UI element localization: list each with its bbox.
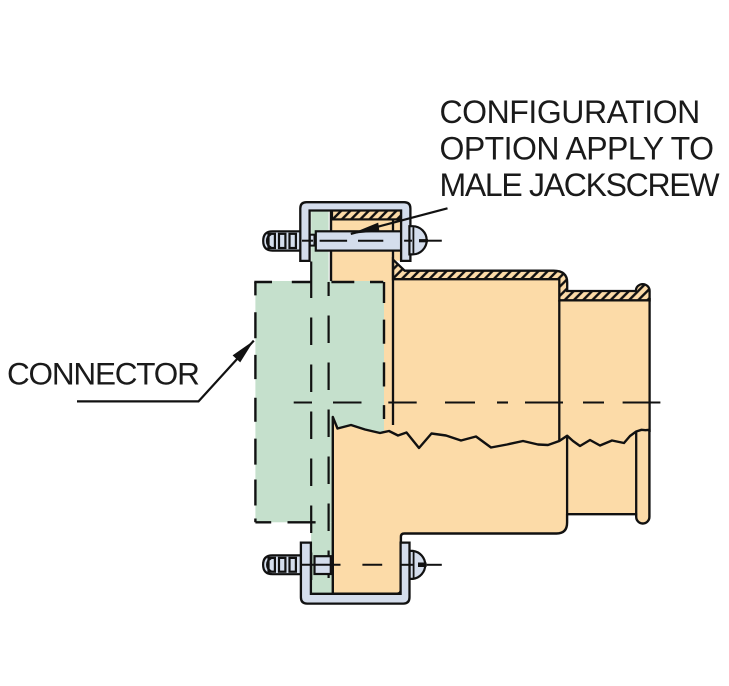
svg-text:CONFIGURATION: CONFIGURATION: [440, 94, 700, 130]
svg-text:OPTION APPLY TO: OPTION APPLY TO: [440, 131, 714, 167]
svg-text:CONNECTOR: CONNECTOR: [7, 355, 199, 391]
svg-text:MALE JACKSCREW: MALE JACKSCREW: [440, 167, 721, 203]
